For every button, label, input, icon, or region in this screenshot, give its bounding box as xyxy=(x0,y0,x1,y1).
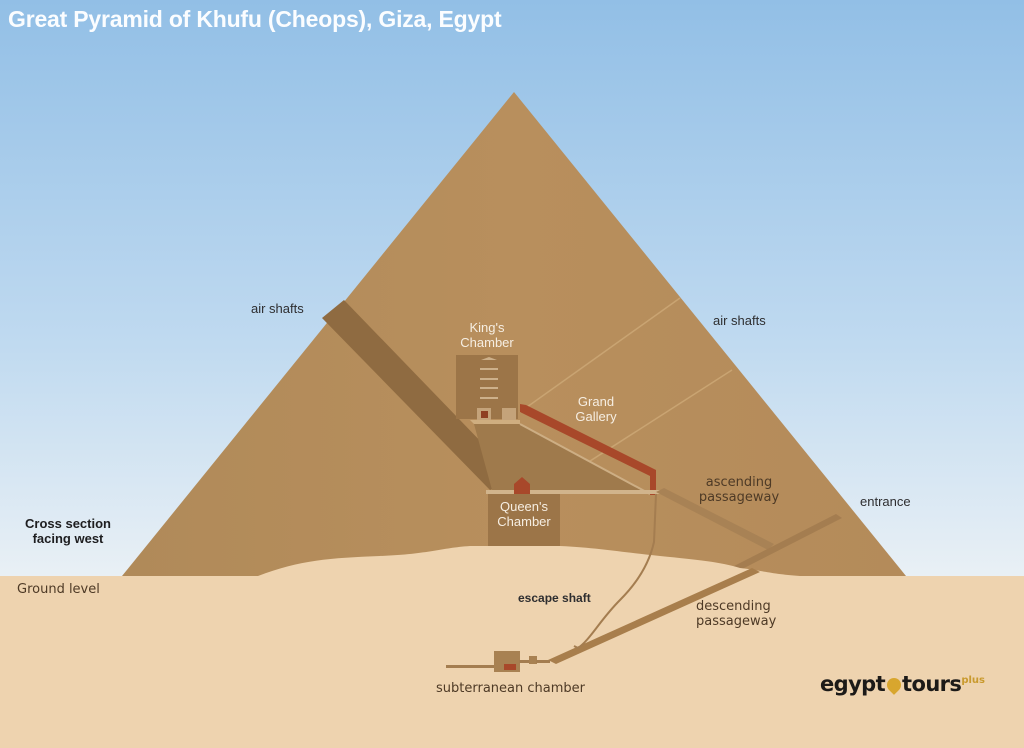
relieving-chamber-1 xyxy=(480,368,498,370)
label-descending-line2: passageway xyxy=(696,613,777,629)
subterranean-antechamber xyxy=(529,656,537,664)
label-air-shafts-right: air shafts xyxy=(713,313,766,328)
label-grand-gallery: Grand Gallery xyxy=(566,394,626,425)
descending-passageway-underground xyxy=(548,568,760,664)
label-descending-line1: descending xyxy=(696,599,771,614)
relieving-chamber-4 xyxy=(480,397,498,399)
label-entrance: entrance xyxy=(860,494,911,509)
label-grand-gallery-line2: Gallery xyxy=(575,408,617,424)
label-ground-level: Ground level xyxy=(17,582,100,597)
queens-chamber-block xyxy=(488,494,560,550)
escape-shaft xyxy=(573,493,657,650)
brand-logo: egypt toursplus xyxy=(820,672,985,696)
kings-chamber-sarcophagus xyxy=(481,411,488,418)
label-descending-passageway: descending passageway xyxy=(696,599,786,630)
kings-chamber-floor xyxy=(470,420,520,424)
label-grand-gallery-line1: Grand xyxy=(577,394,615,409)
queens-horizontal-passage xyxy=(486,490,662,494)
relieving-chamber-3 xyxy=(480,387,498,389)
subterranean-passage xyxy=(536,660,550,663)
pyramid-body xyxy=(122,92,906,576)
label-ascending-line1: ascending xyxy=(705,475,773,490)
grand-gallery xyxy=(520,404,656,495)
page-title: Great Pyramid of Khufu (Cheops), Giza, E… xyxy=(8,6,502,32)
logo-text-tours: tours xyxy=(902,672,962,696)
subterranean-connector xyxy=(519,660,531,663)
relieving-chamber-2 xyxy=(480,378,498,380)
label-ascending-line2: passageway xyxy=(698,489,780,505)
label-ascending-passageway: ascending passageway xyxy=(694,475,784,506)
label-kings-chamber-line1: King's xyxy=(469,320,505,335)
label-queens-chamber-line1: Queen's xyxy=(499,499,548,514)
label-queens-chamber-line2: Chamber xyxy=(497,513,551,529)
horizontal-passage-band xyxy=(474,424,648,494)
logo-text-plus: plus xyxy=(961,675,985,686)
label-subterranean-chamber: subterranean chamber xyxy=(436,681,585,696)
logo-text-egypt: egypt xyxy=(820,672,886,696)
location-pin-icon xyxy=(884,675,904,695)
label-escape-shaft: escape shaft xyxy=(518,591,591,605)
subterranean-pit xyxy=(504,664,516,670)
label-kings-chamber-line2: Chamber xyxy=(460,334,514,350)
label-kings-chamber: King's Chamber xyxy=(452,320,522,351)
label-cross-section-line1: Cross section xyxy=(25,516,111,531)
subterranean-tunnel xyxy=(446,665,498,668)
bedrock-mound xyxy=(258,546,800,576)
label-cross-section: Cross section facing west xyxy=(14,516,122,547)
label-cross-section-line2: facing west xyxy=(32,530,104,546)
antechamber xyxy=(502,408,516,420)
label-queens-chamber: Queen's Chamber xyxy=(488,499,560,530)
air-shaft-right-upper xyxy=(519,297,681,413)
ascending-passageway xyxy=(656,488,774,550)
grand-gallery-edge xyxy=(519,423,651,495)
queens-chamber-niche xyxy=(514,477,530,494)
air-shaft-left xyxy=(322,300,516,490)
label-air-shafts-left: air shafts xyxy=(251,301,304,316)
relieving-chamber-cap xyxy=(481,357,497,360)
